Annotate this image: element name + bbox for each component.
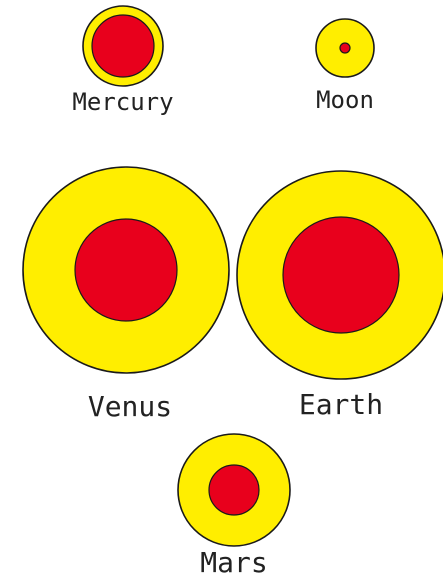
earth-core-circle — [283, 217, 399, 333]
moon-core-circle — [340, 43, 350, 53]
venus-core-circle — [75, 219, 177, 321]
mercury-label: Mercury — [72, 88, 173, 116]
moon-body: Moon — [316, 19, 374, 114]
venus-body: Venus — [23, 167, 229, 423]
mercury-body: Mercury — [72, 6, 173, 116]
mars-body: Mars — [178, 434, 290, 577]
mars-core-circle — [209, 465, 259, 515]
venus-label: Venus — [88, 390, 172, 423]
moon-label: Moon — [316, 86, 374, 114]
mercury-core-circle — [92, 15, 154, 77]
mars-label: Mars — [200, 546, 267, 577]
earth-label: Earth — [299, 388, 383, 421]
earth-body: Earth — [237, 171, 443, 421]
